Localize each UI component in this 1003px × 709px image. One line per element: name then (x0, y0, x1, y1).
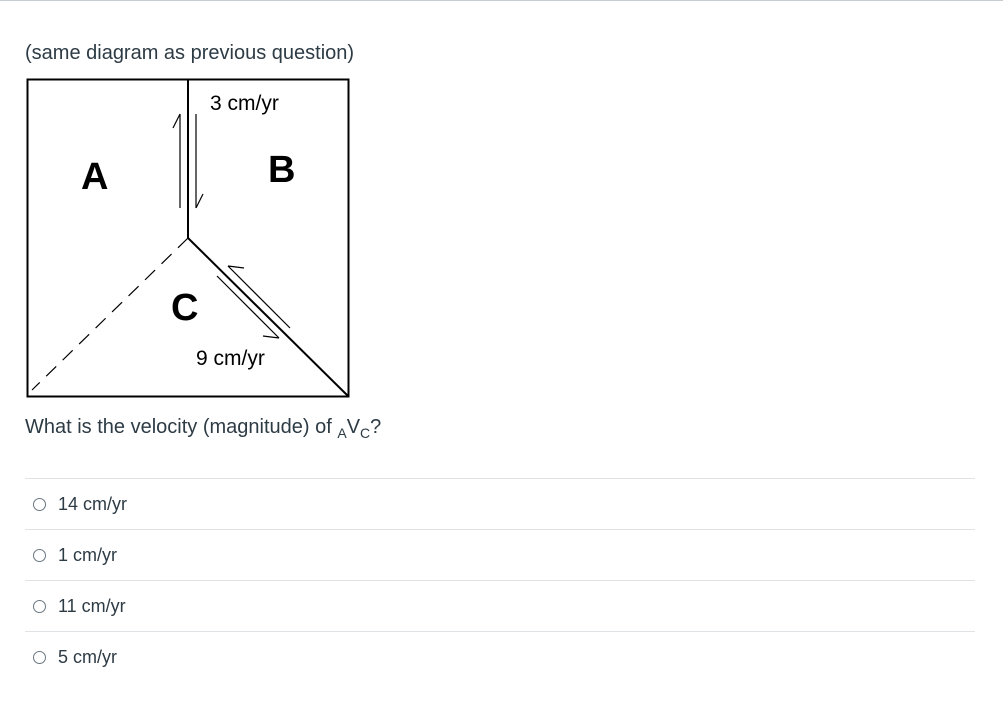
plate-boundary-diagram: 3 cm/yr A B C 9 cm/yr (26, 78, 350, 398)
rate-label-bottom: 9 cm/yr (196, 347, 265, 370)
radio-button[interactable] (33, 650, 46, 664)
rate-label-top: 3 cm/yr (210, 92, 279, 115)
answer-label: 5 cm/yr (58, 646, 118, 667)
answer-option[interactable]: 1 cm/yr (25, 529, 975, 580)
radio-button[interactable] (33, 599, 46, 613)
motion-arrows-bc (216, 265, 291, 339)
question-suffix: ? (370, 416, 382, 438)
velocity-symbol: V (346, 416, 361, 438)
plate-label-c: C (171, 287, 198, 329)
question-prefix: What is the velocity (magnitude) of (25, 416, 338, 438)
question-text: What is the velocity (magnitude) of AVC? (25, 416, 381, 441)
radio-button[interactable] (33, 497, 46, 511)
velocity-subscript-c: C (360, 425, 371, 441)
radio-button[interactable] (33, 548, 46, 562)
answer-option[interactable]: 14 cm/yr (25, 478, 975, 529)
answer-list: 14 cm/yr 1 cm/yr 11 cm/yr 5 cm/yr (25, 478, 975, 682)
top-divider (0, 0, 1003, 1)
velocity-subscript-a: A (337, 425, 347, 441)
answer-label: 11 cm/yr (58, 595, 126, 616)
plate-label-b: B (268, 149, 295, 191)
boundary-ac-dashed (31, 237, 189, 391)
answer-option[interactable]: 5 cm/yr (25, 631, 975, 682)
answer-label: 1 cm/yr (58, 544, 118, 565)
answer-label: 14 cm/yr (58, 493, 128, 514)
plate-label-a: A (81, 156, 108, 198)
answer-option[interactable]: 11 cm/yr (25, 580, 975, 631)
motion-arrows-ab (172, 113, 204, 209)
question-note: (same diagram as previous question) (25, 42, 355, 64)
boundary-bc (187, 237, 349, 397)
